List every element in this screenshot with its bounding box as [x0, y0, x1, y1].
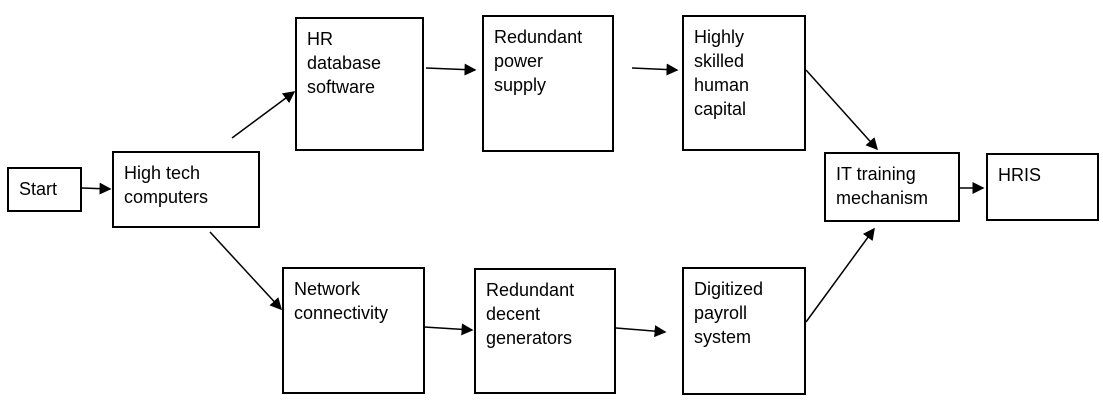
arrow-payroll-to-it-training: [805, 227, 875, 323]
node-digitized-payroll-system: Digitized payroll system: [682, 267, 806, 395]
node-highly-skilled-human-capital: Highly skilled human capital: [682, 15, 806, 151]
arrow-skilled-to-it-training: [805, 69, 879, 151]
node-hr-database-software: HR database software: [295, 17, 424, 151]
node-start: Start: [7, 167, 82, 212]
arrow-start-to-high-tech: [81, 182, 112, 195]
arrow-hr-db-to-power: [425, 63, 477, 76]
arrow-high-tech-to-hr-db: [231, 91, 296, 139]
node-redundant-power-supply: Redundant power supply: [482, 15, 614, 152]
arrow-generators-to-payroll: [615, 325, 667, 338]
arrow-high-tech-to-network: [209, 231, 283, 311]
node-hris-label: HRIS: [998, 165, 1042, 185]
node-hr-database-software-label: HR database software: [307, 29, 382, 97]
node-redundant-power-supply-label: Redundant power supply: [494, 27, 583, 95]
node-network-connectivity-label: Network connectivity: [294, 279, 389, 323]
node-high-tech-computers-label: High tech computers: [124, 163, 209, 207]
node-it-training-mechanism: IT training mechanism: [824, 152, 960, 222]
node-digitized-payroll-system-label: Digitized payroll system: [694, 279, 764, 347]
node-redundant-decent-generators: Redundant decent generators: [474, 268, 616, 394]
node-it-training-mechanism-label: IT training mechanism: [836, 164, 929, 208]
node-highly-skilled-human-capital-label: Highly skilled human capital: [694, 27, 750, 119]
node-hris: HRIS: [986, 153, 1099, 221]
node-redundant-decent-generators-label: Redundant decent generators: [486, 280, 575, 348]
arrow-network-to-generators: [423, 323, 474, 336]
node-high-tech-computers: High tech computers: [112, 151, 260, 228]
node-start-label: Start: [19, 179, 58, 199]
node-network-connectivity: Network connectivity: [282, 267, 425, 394]
arrow-power-to-skilled: [631, 63, 679, 76]
